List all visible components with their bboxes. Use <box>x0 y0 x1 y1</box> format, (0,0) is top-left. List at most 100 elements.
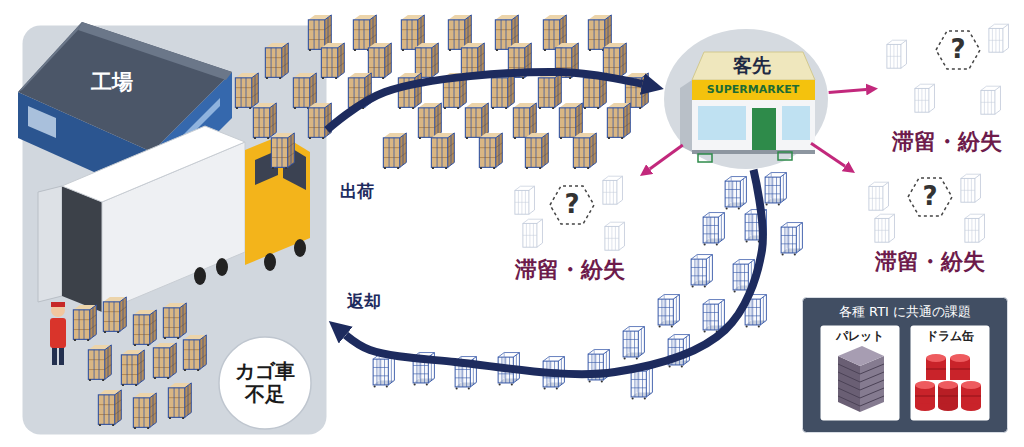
node-outline <box>911 326 990 421</box>
node-outline <box>219 337 311 429</box>
loaded-cage <box>163 303 186 339</box>
loaded-cage <box>293 73 316 109</box>
node-shape <box>663 28 829 170</box>
ghost-cage <box>915 84 935 112</box>
loaded-cage <box>73 305 96 341</box>
flow-arrow <box>346 170 763 374</box>
node-label: ドラム缶 <box>926 330 974 344</box>
loaded-cage <box>235 73 258 109</box>
loaded-cage <box>525 133 548 169</box>
loaded-cage <box>153 343 176 379</box>
store-window <box>698 106 746 140</box>
drum-bottom <box>915 403 935 411</box>
node-label: 滞留・紛失 <box>875 249 985 274</box>
node-label: 各種 RTI に共通の課題 <box>839 305 971 320</box>
flow-arrow <box>650 145 683 169</box>
truck-wheel <box>194 267 206 285</box>
loaded-cage <box>479 133 502 169</box>
node-label: パレット <box>836 330 884 344</box>
ghost-cage <box>887 40 907 68</box>
loaded-cage <box>398 73 421 109</box>
truck-roof <box>62 126 245 202</box>
node-outline <box>821 326 900 421</box>
ghost-cage <box>961 174 981 202</box>
flow-label: 出荷 <box>340 182 374 202</box>
customer-area: 客先 <box>663 28 829 170</box>
ghost-cage <box>875 214 895 242</box>
truck-door <box>38 186 62 302</box>
worker-body <box>50 318 66 348</box>
empty-cage <box>781 223 802 256</box>
node-outline <box>664 29 828 169</box>
rti-box: 各種 RTI に共通の課題パレット ドラム缶 <box>802 297 1008 433</box>
ghost-cage <box>989 24 1009 52</box>
loaded-cage <box>103 297 126 333</box>
drum-top <box>938 381 958 389</box>
loaded-cage <box>538 73 561 109</box>
store-side <box>680 80 692 152</box>
loss-area: ? 滞留・紛失 <box>500 168 640 286</box>
node-label: ? <box>564 190 579 220</box>
truck-wheel <box>216 258 228 276</box>
store-sign-text: SUPERMARKET <box>707 84 799 97</box>
drum-top <box>915 381 935 389</box>
node-label: 客先 <box>733 55 771 77</box>
empty-cage <box>765 173 786 206</box>
flow-arrow <box>829 89 866 92</box>
drum-top <box>961 381 981 389</box>
factory-door <box>28 106 56 138</box>
loaded-cage <box>183 335 206 371</box>
ghost-cage <box>965 214 985 242</box>
loaded-cage <box>573 133 596 169</box>
ghost-cage <box>603 176 623 204</box>
loaded-cage <box>607 103 630 139</box>
ghost-cage <box>515 186 535 214</box>
worker-cap <box>51 302 65 307</box>
empty-cage <box>691 255 712 288</box>
loaded-cage <box>168 383 191 419</box>
loaded-cage <box>88 345 111 381</box>
node-label: ? <box>950 35 965 65</box>
loss-area: ?滞留・紛失 <box>855 165 1005 283</box>
ghost-cage <box>523 219 543 247</box>
loaded-cage <box>133 393 156 429</box>
rti-item: ドラム缶 <box>910 325 990 421</box>
loaded-cage <box>431 133 454 169</box>
empty-cage <box>373 355 394 388</box>
drum-bottom <box>938 403 958 411</box>
node-label: 滞留・紛失 <box>515 257 625 282</box>
shortage-circle: カゴ車 不足 <box>218 336 312 430</box>
loss-area: ? 滞留・紛失 <box>878 8 1016 158</box>
drum-top <box>926 354 946 362</box>
missing-outline <box>550 186 594 224</box>
node-label: 滞留・紛失 <box>892 129 1002 154</box>
truck-wheel <box>264 253 276 271</box>
loaded-cage <box>383 133 406 169</box>
truck-wheel <box>294 239 306 257</box>
node-outline <box>23 26 327 435</box>
rti-item: パレット <box>820 325 900 421</box>
empty-cage <box>623 327 644 360</box>
drum-bottom <box>961 403 981 411</box>
truck-interior <box>62 186 102 312</box>
loaded-cage <box>271 133 294 169</box>
drum-top <box>950 354 970 362</box>
loaded-cage <box>265 43 288 79</box>
loaded-cage <box>98 390 121 426</box>
empty-cage <box>703 213 724 246</box>
store-roof <box>692 52 815 80</box>
flow-arrow <box>327 72 642 130</box>
store-window <box>782 106 810 140</box>
empty-cage <box>658 295 679 328</box>
ghost-cage <box>869 182 889 210</box>
node-label: カゴ車 不足 <box>229 360 301 406</box>
missing-outline <box>908 178 952 216</box>
store-sign <box>692 80 815 100</box>
empty-cage <box>703 300 724 333</box>
node-label: 工場 <box>91 70 133 94</box>
ghost-cage <box>981 86 1001 114</box>
flow-arrow <box>811 143 845 166</box>
